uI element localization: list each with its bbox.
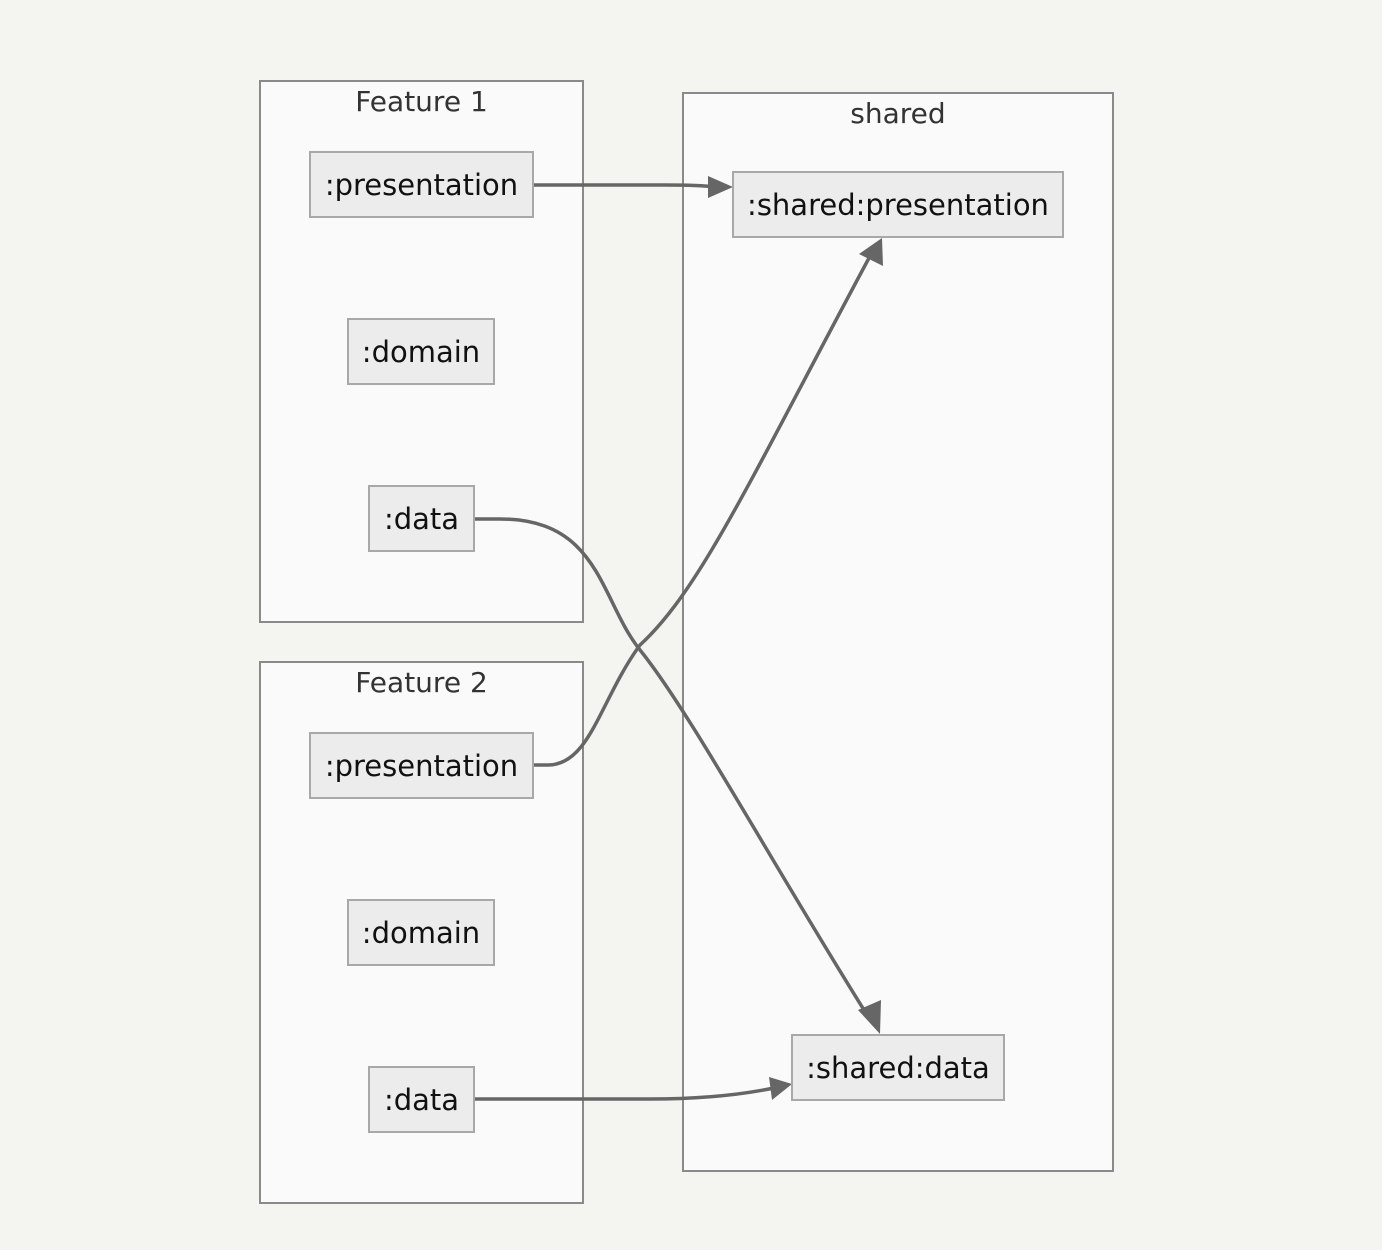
node-f1-data[interactable]: :data: [368, 485, 475, 552]
cluster-title-shared: shared: [850, 97, 946, 130]
node-f1-domain[interactable]: :domain: [347, 318, 495, 385]
node-shared-data[interactable]: :shared:data: [791, 1034, 1005, 1101]
node-shared-presentation[interactable]: :shared:presentation: [732, 171, 1064, 238]
cluster-title-feature-2: Feature 2: [355, 666, 488, 699]
node-f2-presentation[interactable]: :presentation: [309, 732, 534, 799]
cluster-shared: shared: [682, 92, 1114, 1172]
node-f2-data[interactable]: :data: [368, 1066, 475, 1133]
node-f2-domain[interactable]: :domain: [347, 899, 495, 966]
cluster-title-feature-1: Feature 1: [355, 85, 488, 118]
node-f1-presentation[interactable]: :presentation: [309, 151, 534, 218]
